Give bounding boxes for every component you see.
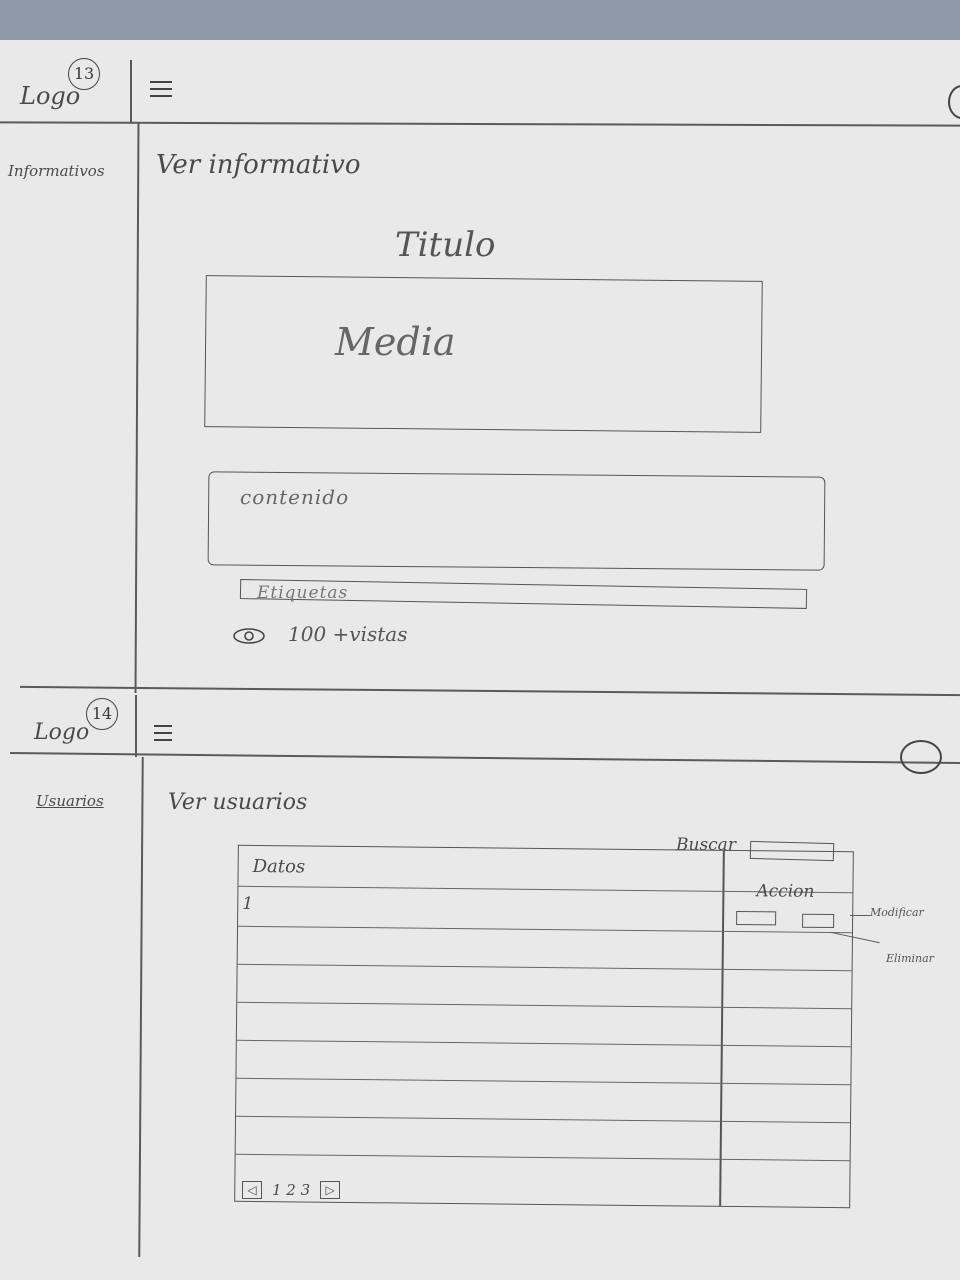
sidebar-divider [134,122,139,693]
table-row [236,1115,851,1124]
table-row [236,1039,851,1048]
sketch-paper: Logo 13 Informativos Ver informativo Tit… [0,40,960,1280]
view-count: 100 +vistas [288,622,408,646]
hamburger-icon-2[interactable] [154,720,172,746]
table-cell: 1 [242,893,254,914]
table-row [236,1077,851,1086]
users-table: Datos Accion 1 [234,844,854,1209]
hamburger-icon[interactable] [150,76,172,102]
frame-number-badge-2: 14 [86,698,118,730]
modify-arrow [850,915,870,917]
title-placeholder: Titulo [395,225,496,265]
table-row [237,1001,852,1010]
logo-divider [130,60,132,122]
search-label: Buscar [676,835,736,855]
next-page-button[interactable]: ▷ [320,1181,341,1199]
header-divider-2 [10,752,960,764]
page-numbers[interactable]: 1 2 3 [272,1181,311,1199]
sidebar-divider-2 [138,757,144,1257]
page-title-2: Ver usuarios [168,790,308,815]
tags-label: Etiquetas [257,583,349,603]
column-divider [719,850,725,1206]
delete-button[interactable] [802,913,835,929]
header-datos: Datos [252,855,306,878]
media-placeholder [204,275,763,433]
frame-number-badge: 13 [68,58,100,90]
logo-2[interactable]: Logo [34,720,90,745]
sidebar-item-usuarios[interactable]: Usuarios [36,792,104,810]
logo-divider-2 [135,695,137,757]
modify-button[interactable] [736,911,777,926]
media-label: Media [335,320,456,364]
logo[interactable]: Logo [20,82,81,110]
eye-icon [233,628,265,644]
page-title: Ver informativo [156,150,361,180]
table-row [238,925,853,934]
prev-page-button[interactable]: ◁ [242,1181,262,1199]
frame-separator [20,685,960,696]
circle-icon[interactable] [948,85,960,119]
table-row [237,963,852,972]
sidebar-item-informativos[interactable]: Informativos [8,162,105,180]
content-label: contenido [240,485,350,509]
table-row [235,1153,850,1162]
header-divider [0,121,960,127]
delete-annotation: Eliminar [886,952,934,965]
modify-annotation: Modificar [870,906,924,919]
header-accion: Accion [756,881,815,902]
pagination: ◁ 1 2 3 ▷ [242,1180,341,1199]
circle-icon-2[interactable] [900,740,942,774]
